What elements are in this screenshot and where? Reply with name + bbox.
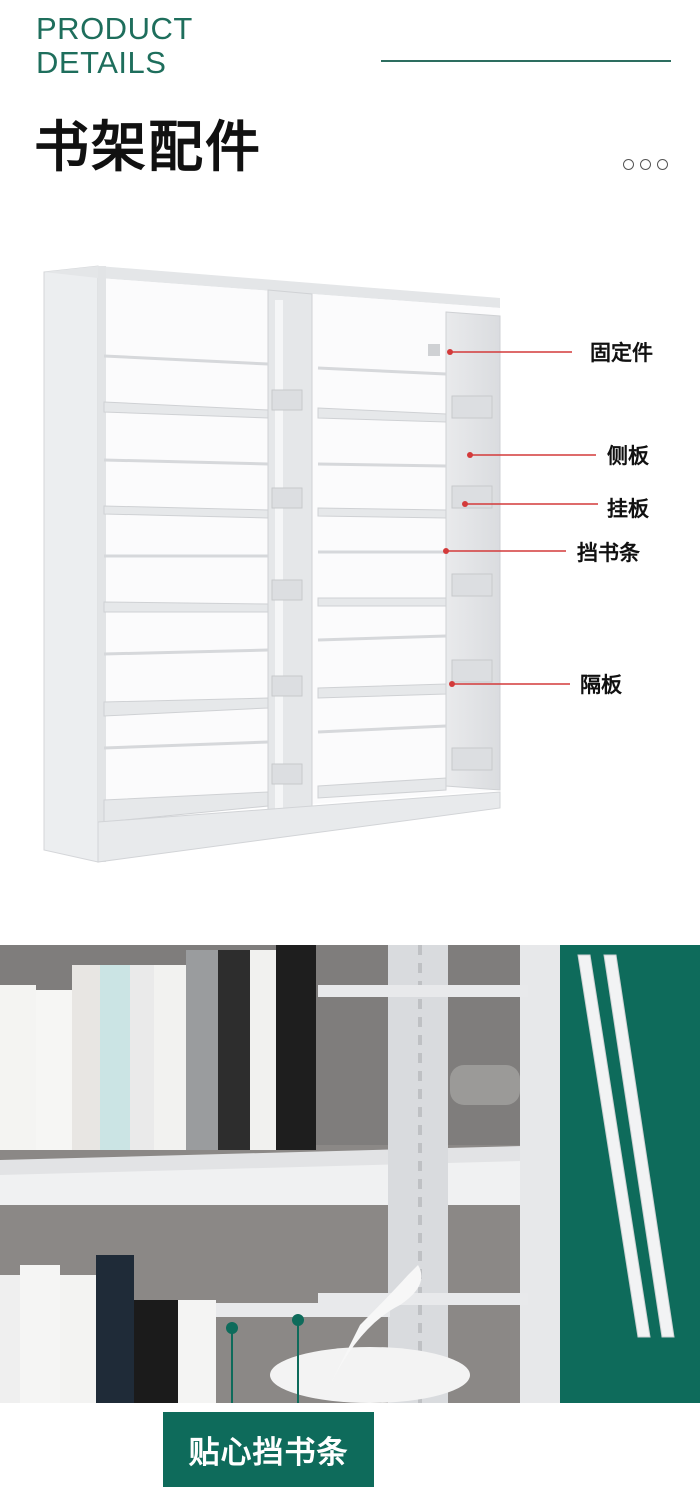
page-title: 书架配件 xyxy=(34,115,263,179)
header-divider xyxy=(381,60,671,62)
bookshelf-diagram xyxy=(43,265,598,863)
header-en-title: PRODUCT DETAILS xyxy=(36,12,193,80)
label-fixing: 固定件 xyxy=(590,341,653,365)
dot-icon xyxy=(640,159,651,170)
label-side-panel: 侧板 xyxy=(607,444,649,468)
label-book-stopper: 挡书条 xyxy=(577,541,640,565)
header-en-line2: DETAILS xyxy=(36,45,167,80)
label-hanging-plate: 挂板 xyxy=(607,497,649,521)
dot-icon xyxy=(657,159,668,170)
pager-dots xyxy=(623,159,668,170)
dot-icon xyxy=(623,159,634,170)
product-photo xyxy=(0,945,700,1403)
feature-badge: 贴心挡书条 xyxy=(163,1412,374,1487)
label-shelf-board: 隔板 xyxy=(580,673,622,697)
header-en-line1: PRODUCT xyxy=(36,11,193,46)
